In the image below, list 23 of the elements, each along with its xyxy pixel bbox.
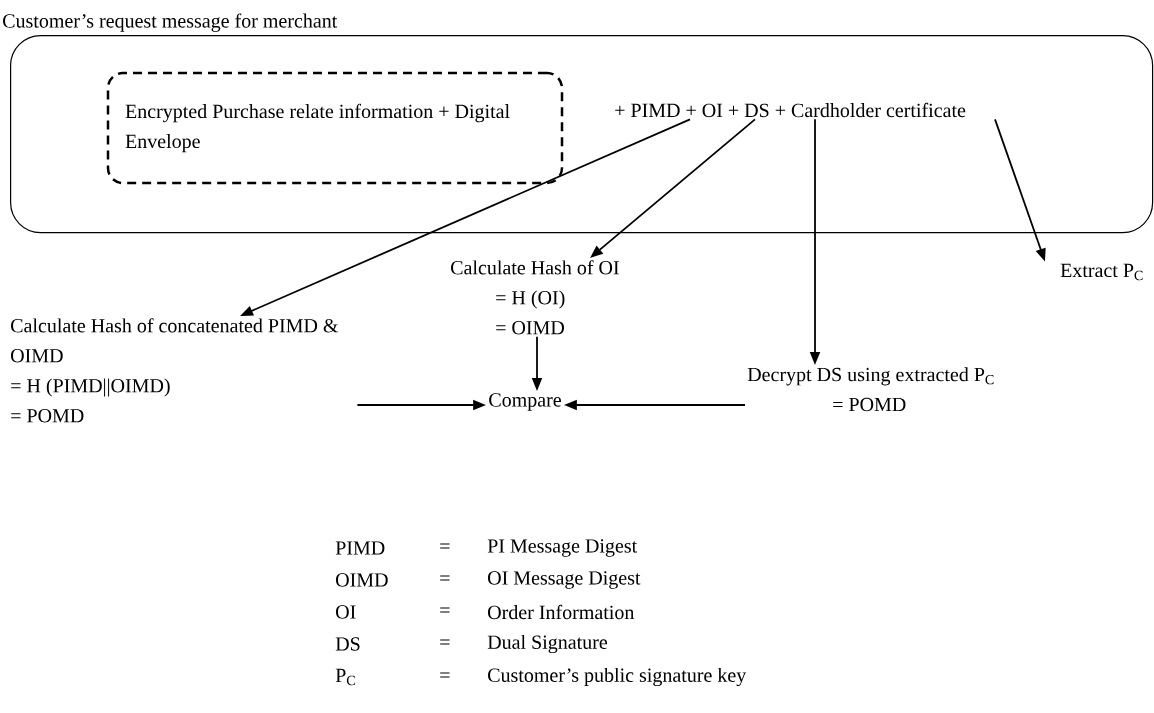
- term: OIMD: [336, 573, 388, 587]
- term: P$_{C}$: [335, 668, 355, 686]
- dashed-box: Encrypted Purchase relate information + Digital Envelope: [106, 71, 564, 185]
- compare-text: Compare: [489, 393, 561, 411]
- equals-sign: =: [440, 575, 450, 581]
- hash-step-text: Calculate Hash of concatenated PIMD & OIMD = H (PIMD||OIMD) = POMD: [11, 318, 339, 423]
- definition: OI Message Digest: [488, 571, 641, 589]
- definition: Dual Signature: [487, 634, 608, 654]
- equals-sign: =: [440, 672, 450, 678]
- definition: PI Message Digest: [487, 539, 638, 557]
- definition: Order Information: [488, 604, 635, 620]
- term: OI: [336, 605, 356, 619]
- box-heading: Customer’s request message for merchant: [3, 13, 338, 32]
- equals-sign: =: [440, 639, 450, 645]
- definition: Customer’s public signature key: [488, 667, 747, 687]
- equals-sign: =: [440, 607, 450, 613]
- equals-sign: =: [440, 543, 450, 549]
- term: DS: [335, 637, 360, 651]
- hash-step-text: Calculate Hash of OI = H (OI) = OIMD: [451, 260, 619, 335]
- message-parts-text: + PIMD + OI + DS + Cardholder certificate: [615, 102, 966, 118]
- extract-step-text: Extract P$_{C}$: [1060, 263, 1143, 281]
- decrypt-step-text: Decrypt DS using extracted P$_{C}$ = POMD: [747, 367, 994, 412]
- term: PIMD: [335, 541, 385, 555]
